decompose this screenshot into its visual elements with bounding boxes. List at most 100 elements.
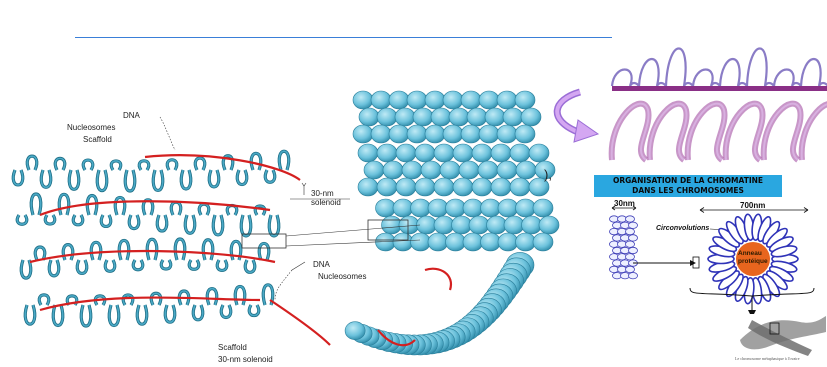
nucleosome <box>396 178 416 196</box>
label-nucleosomes-bottom: Nucleosomes <box>318 272 366 281</box>
nucleosome <box>522 216 542 234</box>
nucleosome <box>516 161 536 179</box>
label-30nm: 30-nm <box>311 189 334 198</box>
nucleosome <box>485 108 505 126</box>
label-dna-bottom: DNA <box>313 260 330 269</box>
nucleosome <box>467 108 487 126</box>
nucleosome <box>461 125 481 143</box>
nucleosome <box>440 161 460 179</box>
nucleosome <box>529 144 549 162</box>
nucleosome <box>449 108 469 126</box>
fiber-bead <box>626 266 635 272</box>
stray-text: ), <box>544 168 552 182</box>
nucleosome <box>491 144 511 162</box>
label-dna-top: DNA <box>123 111 140 120</box>
fiber-bead <box>629 273 638 279</box>
nucleosome <box>411 199 431 217</box>
nucleosome <box>497 161 517 179</box>
curved-arrow <box>557 92 598 142</box>
nucleosome <box>425 125 445 143</box>
nucleosome <box>415 144 435 162</box>
nucleosome <box>461 91 481 109</box>
nucleosome <box>411 233 431 251</box>
nucleosome <box>515 125 535 143</box>
nucleosome <box>487 216 507 234</box>
dim-30nm: 30nm <box>614 199 635 208</box>
core-label-1: Anneau <box>738 250 762 257</box>
nucleosome <box>515 91 535 109</box>
circonvolutions-label: Circonvolutions <box>656 225 709 232</box>
label-solenoid-bottom: 30-nm solenoid <box>218 355 273 364</box>
nucleosome <box>371 91 391 109</box>
nucleosome <box>463 233 483 251</box>
nucleosome <box>452 216 472 234</box>
nucleosome <box>393 233 413 251</box>
nucleosome <box>421 161 441 179</box>
nucleosome <box>359 108 379 126</box>
nucleosome <box>516 199 536 217</box>
nucleosome <box>481 233 501 251</box>
nucleosome <box>377 144 397 162</box>
fiber-bead <box>629 247 638 253</box>
nucleosome <box>393 199 413 217</box>
label-scaffold-top: Scaffold <box>83 135 112 144</box>
nucleosome <box>498 199 518 217</box>
nucleosome <box>425 91 445 109</box>
nucleosome <box>389 125 409 143</box>
nucleosome <box>407 125 427 143</box>
organisation-title: ORGANISATION DE LA CHROMATINE DANS LES C… <box>594 175 782 197</box>
label-scaffold-bottom: Scaffold <box>218 343 247 352</box>
nucleosome <box>533 233 553 251</box>
fiber-segment <box>345 322 365 340</box>
solenoid-stacks <box>353 91 559 251</box>
nucleosome <box>402 161 422 179</box>
nucleosome <box>463 199 483 217</box>
nucleosome <box>446 199 466 217</box>
nucleosome <box>399 216 419 234</box>
nucleosome <box>434 216 454 234</box>
nucleosome <box>415 178 435 196</box>
nucleosome <box>353 91 373 109</box>
nucleosome <box>453 178 473 196</box>
nucleosome <box>434 178 454 196</box>
nucleosome <box>407 91 427 109</box>
nucleosome <box>510 144 530 162</box>
chromatin-organisation-figure <box>610 206 827 358</box>
fiber-bead <box>626 254 635 260</box>
fiber-bead <box>626 216 635 222</box>
nucleosome <box>377 178 397 196</box>
nucleosome <box>478 161 498 179</box>
nucleosome <box>497 125 517 143</box>
nucleosome <box>498 233 518 251</box>
nucleosome <box>472 178 492 196</box>
nucleosome <box>533 199 553 217</box>
photo-caption: Le chromosome métaphasique à l'ovaire <box>735 356 825 361</box>
nucleosome <box>453 144 473 162</box>
nucleosome <box>382 216 402 234</box>
nucleosome <box>434 144 454 162</box>
nucleosome <box>516 233 536 251</box>
fiber-bead <box>629 235 638 241</box>
purple-loops-top <box>612 0 827 92</box>
nucleosome <box>504 216 524 234</box>
nucleosome <box>358 144 378 162</box>
nucleosome <box>491 178 511 196</box>
fiber-curve <box>345 252 534 355</box>
fiber-bead <box>626 241 635 247</box>
nucleosome <box>503 108 523 126</box>
nucleosome <box>539 216 559 234</box>
nucleosome <box>358 178 378 196</box>
nucleosome <box>497 91 517 109</box>
nucleosome <box>371 125 391 143</box>
nucleosome <box>481 199 501 217</box>
fiber-bead <box>629 222 638 228</box>
nucleosome <box>396 144 416 162</box>
nucleosome <box>443 125 463 143</box>
nucleosome <box>389 91 409 109</box>
nucleosome <box>510 178 530 196</box>
nucleosome <box>431 108 451 126</box>
nucleosome <box>413 108 433 126</box>
nucleosome <box>469 216 489 234</box>
nucleosome <box>443 91 463 109</box>
nucleosome <box>521 108 541 126</box>
